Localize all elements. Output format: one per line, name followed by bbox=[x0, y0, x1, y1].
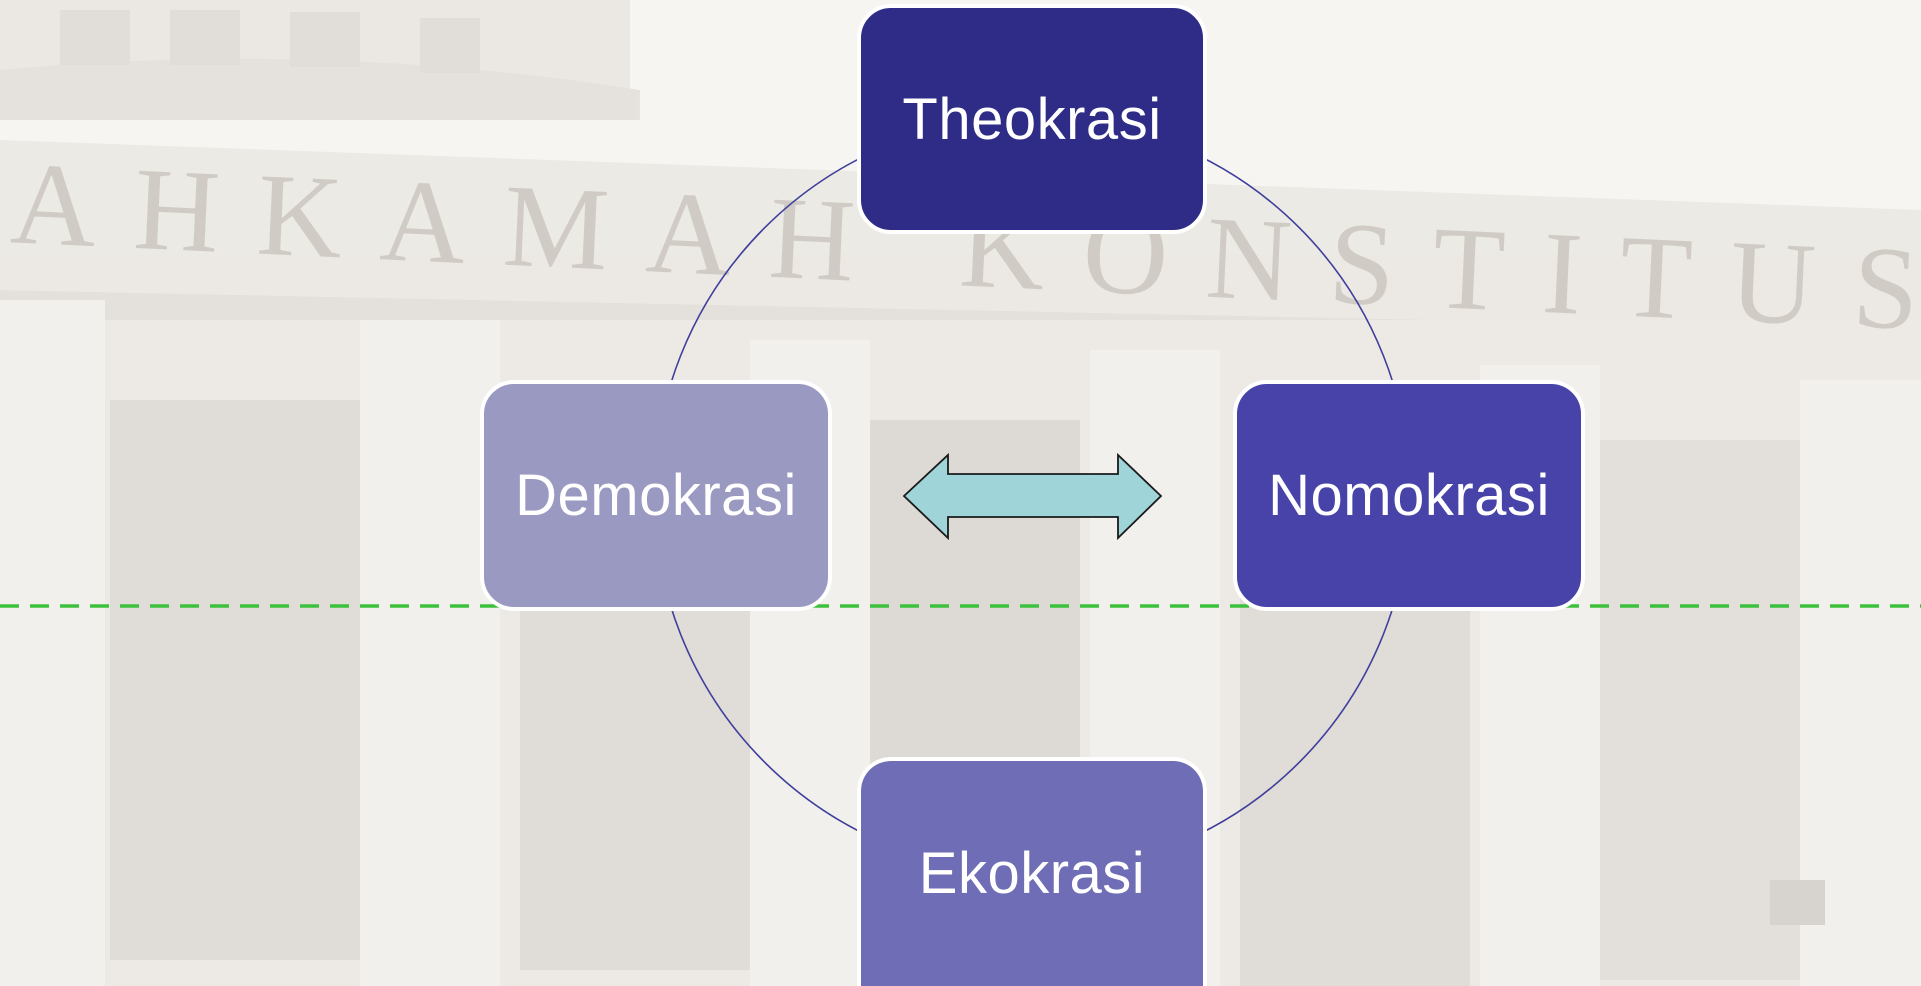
node-ekokrasi-label: Ekokrasi bbox=[918, 841, 1146, 906]
double-headed-arrow-icon bbox=[902, 452, 1163, 541]
node-demokrasi[interactable]: Demokrasi bbox=[480, 380, 832, 611]
node-nomokrasi-label: Nomokrasi bbox=[1268, 463, 1550, 528]
node-theokrasi[interactable]: Theokrasi bbox=[857, 4, 1207, 234]
node-demokrasi-label: Demokrasi bbox=[515, 463, 797, 528]
node-theokrasi-label: Theokrasi bbox=[902, 86, 1162, 152]
node-ekokrasi[interactable]: Ekokrasi bbox=[857, 757, 1207, 986]
node-nomokrasi[interactable]: Nomokrasi bbox=[1233, 380, 1585, 611]
